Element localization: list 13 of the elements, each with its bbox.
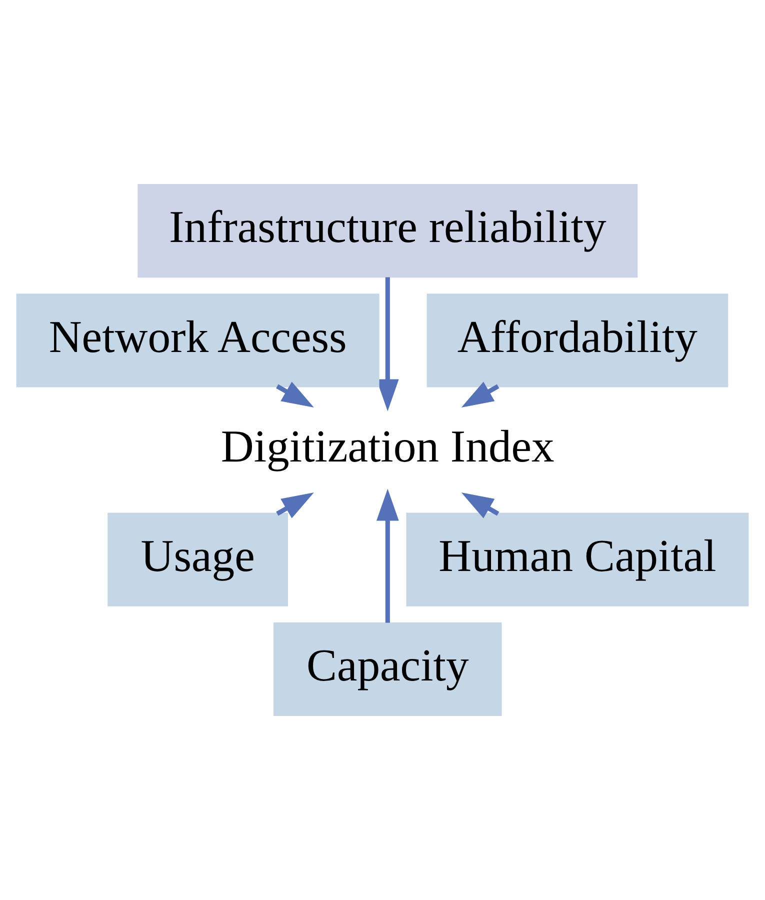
arrow [461,382,500,408]
arrow [376,277,399,412]
arrow [461,492,500,518]
node-box: Usage [108,512,288,606]
node-box: Infrastructure reliability [138,184,638,278]
node-text: Digitization Index [220,420,554,472]
arrow [276,382,314,408]
node-box: Human Capital [406,512,749,606]
node-box: Capacity [274,622,502,716]
arrow [276,492,314,518]
node-box: Affordability [426,294,728,388]
node-box: Network Access [16,294,380,388]
arrow [376,488,399,623]
